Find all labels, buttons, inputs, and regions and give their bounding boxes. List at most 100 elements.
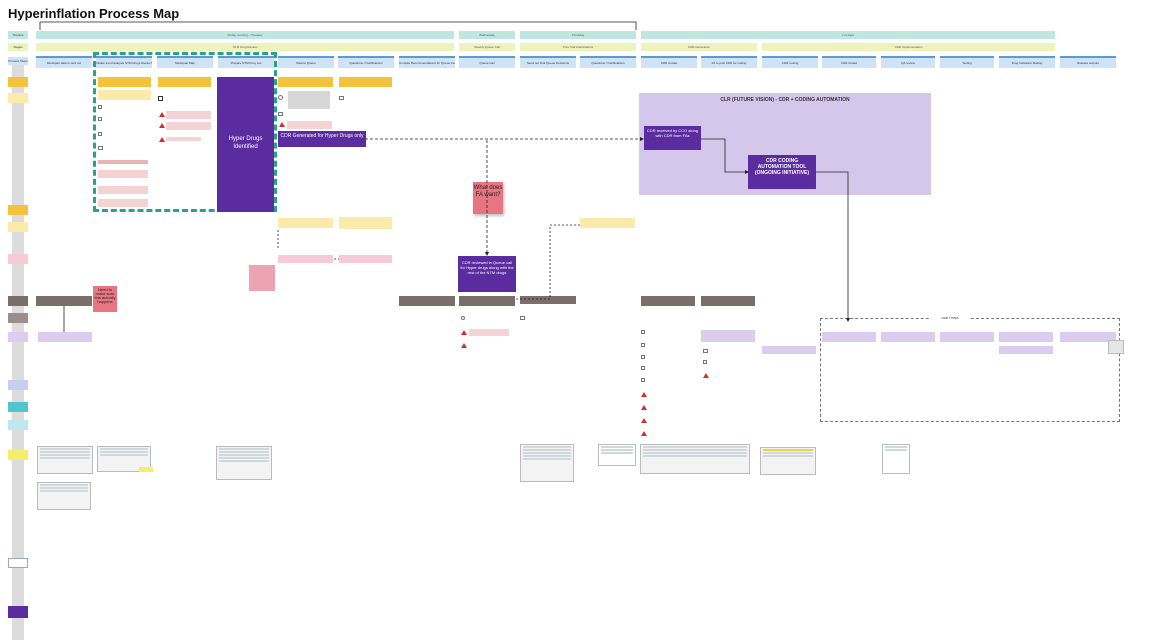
document-icon xyxy=(641,343,645,347)
gray-step xyxy=(399,296,455,306)
process-step: Testing xyxy=(940,56,994,68)
process-step: QA review xyxy=(881,56,935,68)
lane-marker xyxy=(8,606,28,618)
sticky-note xyxy=(580,218,635,228)
warning-icon xyxy=(159,137,165,142)
spreadsheet-icon xyxy=(641,330,645,334)
warning-icon xyxy=(279,122,285,127)
email-icon xyxy=(339,96,344,100)
screenshot-thumbnail xyxy=(97,446,151,472)
warning-icon xyxy=(159,112,165,117)
warning-icon xyxy=(461,343,467,348)
document-icon xyxy=(641,378,645,382)
lane-marker xyxy=(8,222,28,232)
warning-icon xyxy=(641,418,647,423)
gray-step xyxy=(520,296,576,304)
stage-band: Prev Call Clarifications xyxy=(520,43,636,51)
page-title: Hyperinflation Process Map xyxy=(8,6,180,21)
lane-marker xyxy=(8,205,28,215)
warning-icon xyxy=(703,373,709,378)
stage-band: NTM Drug Review xyxy=(36,43,454,51)
lane-marker xyxy=(8,93,28,103)
what-does-fa-want-note: What does FA want? xyxy=(473,182,503,214)
warning-icon xyxy=(641,405,647,410)
cdr-reviewed-queue: CDR reviewed in Queue call for Hyper dru… xyxy=(458,256,516,292)
sticky-note xyxy=(158,77,211,87)
placeholder-image xyxy=(288,91,330,109)
caption-tag xyxy=(139,467,153,472)
cdr-type xyxy=(1060,332,1116,342)
timeline-band: Friday morning – Tuesday xyxy=(36,31,454,39)
cdr-coding-automation-tool: CDR CODING AUTOMATION TOOL (ONGOING INIT… xyxy=(748,155,816,189)
process-step: Send out final Queue Decisions xyxy=(520,56,576,68)
timeline-band: Wednesday xyxy=(459,31,515,39)
process-step: Medispan data is sent out xyxy=(36,56,92,68)
email-icon xyxy=(98,146,103,150)
lane-marker xyxy=(8,77,28,87)
issue-text xyxy=(469,329,509,336)
lane-marker xyxy=(8,450,28,460)
issue-text xyxy=(166,111,211,119)
cdr-types-label: CDR TYPES xyxy=(930,316,970,321)
email-icon xyxy=(278,112,283,116)
sticky-note xyxy=(339,255,392,263)
email-icon xyxy=(520,316,525,320)
process-step: CDR Create xyxy=(641,56,697,68)
lane-label-process-steps: Process Steps xyxy=(8,57,28,65)
process-step: Data to Queue xyxy=(278,56,334,68)
sticky-note xyxy=(249,265,275,291)
warning-icon xyxy=(641,392,647,397)
lane-marker xyxy=(8,420,28,430)
process-step: Compile Recommendations for Queue Call xyxy=(399,56,455,68)
cdr-type xyxy=(940,332,994,342)
sticky-note xyxy=(98,77,151,87)
warning-icon xyxy=(641,431,647,436)
process-step: Medispan Map xyxy=(157,56,213,68)
lane-marker xyxy=(8,254,28,264)
cdr-type xyxy=(999,332,1053,342)
gray-step xyxy=(701,296,755,306)
cdr-type xyxy=(762,346,816,354)
sticky-note xyxy=(38,332,92,342)
document-icon xyxy=(98,105,102,109)
placeholder-image xyxy=(1108,340,1124,354)
issue-text xyxy=(98,160,148,164)
hyper-drugs-identified: Hyper Drugs Identified xyxy=(217,77,274,212)
warning-icon xyxy=(159,123,165,128)
spreadsheet-icon xyxy=(98,132,102,136)
timeline-band: Thursday xyxy=(520,31,636,39)
stage-band: CDR Implementation xyxy=(762,43,1055,51)
issue-text xyxy=(166,122,211,130)
process-step: Release outputs xyxy=(1060,56,1116,68)
lane-label-timeline: Timeline xyxy=(8,31,28,39)
screenshot-thumbnail xyxy=(760,447,816,475)
process-step: Questions / Clarifications xyxy=(338,56,394,68)
stage-band: Weekly Queue Call xyxy=(459,43,515,51)
clock-icon xyxy=(461,316,465,320)
sticky-note xyxy=(701,330,755,342)
sticky-note xyxy=(278,77,333,87)
future-vision-title: CLR (FUTURE VISION) - CDR + CODING AUTOM… xyxy=(720,97,850,103)
lane-marker xyxy=(8,558,28,568)
screenshot-thumbnail xyxy=(37,482,91,510)
issue-text xyxy=(287,121,332,129)
info-icon xyxy=(278,95,283,100)
screenshot-thumbnail xyxy=(216,446,272,480)
ntm-review-selection xyxy=(93,52,277,212)
process-step: CDR routing xyxy=(762,56,818,68)
lane-marker xyxy=(8,380,28,390)
sticky-note xyxy=(278,218,333,228)
cdr-generated: CDR Generated for Hyper Drugs only xyxy=(278,131,366,147)
map-icon xyxy=(158,96,163,101)
process-step: Prepare NTM Drug List xyxy=(218,56,274,68)
process-step: Queue Call xyxy=(459,56,515,68)
lane-marker xyxy=(8,332,28,342)
stage-band: CDR Generation xyxy=(641,43,757,51)
screenshot-thumbnail xyxy=(882,444,910,474)
cdr-type xyxy=(881,332,935,342)
lane-marker xyxy=(8,296,28,306)
issue-text xyxy=(98,170,148,178)
need-to-make-sure-note: Need to make sure this actually happens xyxy=(93,286,117,312)
process-step: Drug Indication Mailing xyxy=(999,56,1055,68)
